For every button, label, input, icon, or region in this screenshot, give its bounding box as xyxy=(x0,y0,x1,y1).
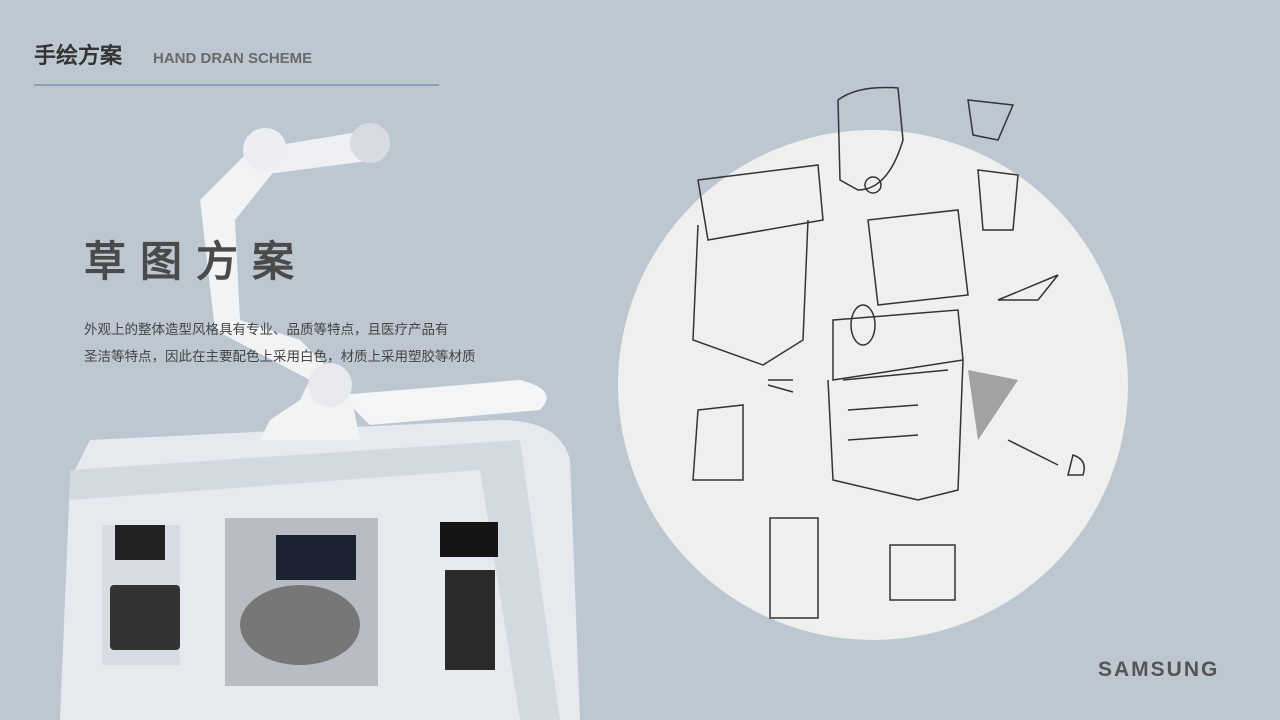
title-divider xyxy=(34,84,439,86)
robot-arm-console-illustration xyxy=(60,123,580,720)
sketch-circle-background xyxy=(618,130,1128,640)
samsung-logo: SAMSUNG xyxy=(1098,658,1220,681)
page-heading: 草图方案 xyxy=(84,237,309,286)
section-title: 手绘方案 xyxy=(34,44,123,69)
description-line-2: 圣洁等特点，因此在主要配色上采用白色，材质上采用塑胶等材质 xyxy=(84,349,476,365)
section-title-english: HAND DRAN SCHEME xyxy=(153,50,313,67)
description-line-1: 外观上的整体造型风格具有专业、品质等特点，且医疗产品有 xyxy=(84,322,449,338)
hand-drawn-sketches xyxy=(692,86,1085,619)
